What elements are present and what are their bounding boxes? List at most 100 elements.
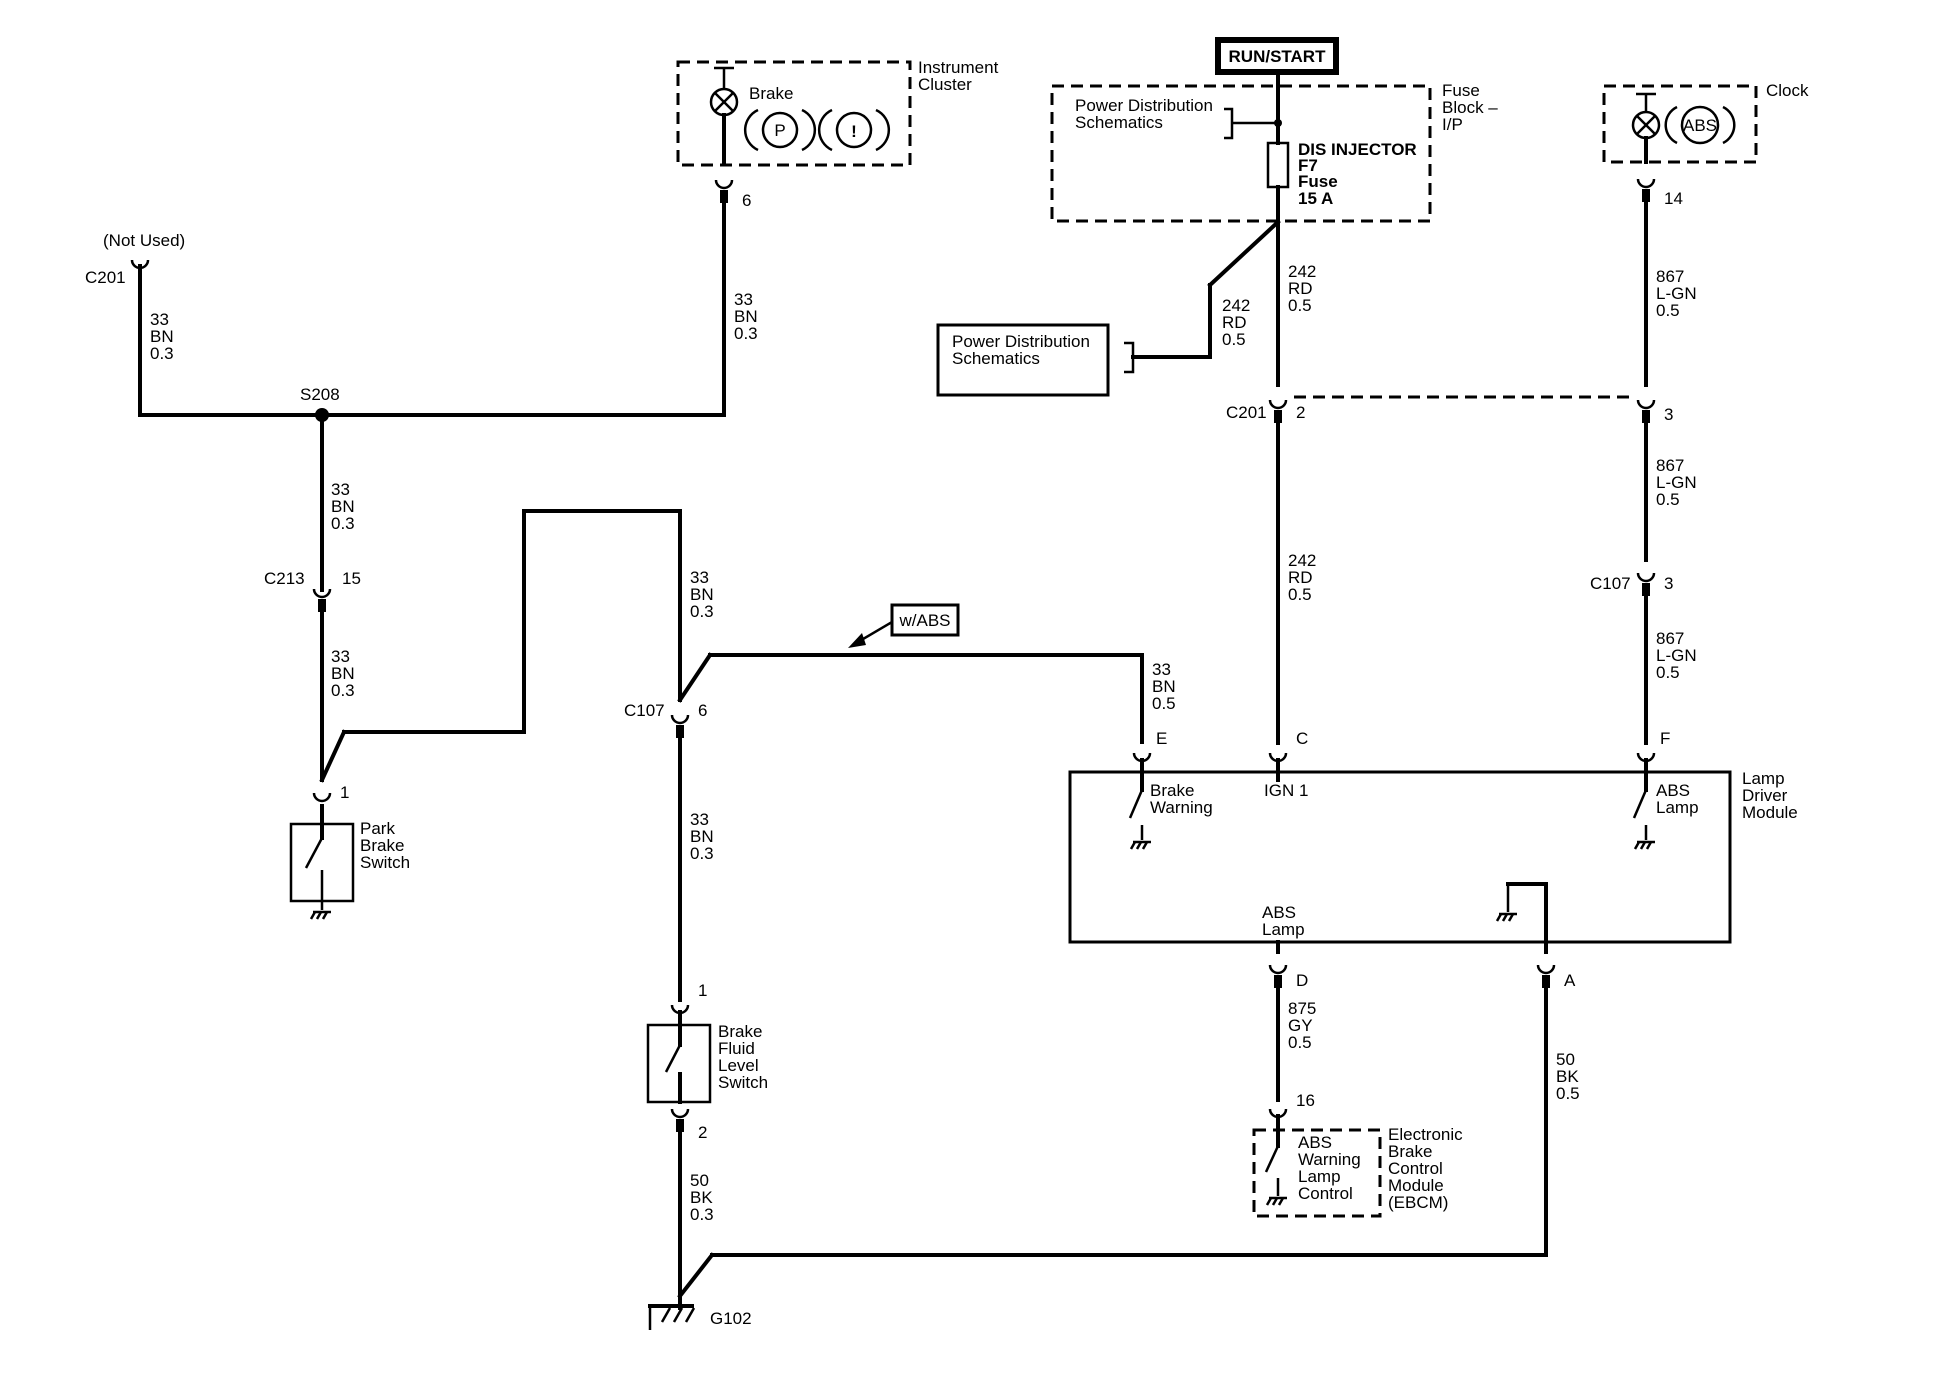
connector-icon — [312, 587, 332, 614]
svg-text:867: 867 — [1656, 456, 1684, 475]
park-brake-label: Park — [360, 819, 395, 838]
fuse-block-label: I/P — [1442, 115, 1463, 134]
fuse-name: DIS INJECTOR — [1298, 140, 1417, 159]
svg-text:0.5: 0.5 — [1152, 694, 1176, 713]
svg-text:33: 33 — [331, 647, 350, 666]
svg-text:0.5: 0.5 — [1288, 585, 1312, 604]
fuse-block-label: Block – — [1442, 98, 1498, 117]
brake-fluid-label: Fluid — [718, 1039, 755, 1058]
lamp-driver-module-label: Lamp — [1742, 769, 1785, 788]
connector-icon — [1636, 398, 1656, 425]
ebcm-circuit-label: Lamp — [1298, 1167, 1341, 1186]
parking-brake-icon — [761, 111, 799, 149]
clock-module: ABS Clock 14 — [1602, 81, 1809, 208]
ground-icon — [309, 910, 333, 921]
fuse-block-pds-label: Power Distribution — [1075, 96, 1213, 115]
connector-icon — [1636, 177, 1656, 204]
brake-lamp-label: Brake — [749, 84, 793, 103]
park-brake-label: Switch — [360, 853, 410, 872]
svg-text:RD: RD — [1288, 279, 1313, 298]
svg-text:BN: BN — [331, 497, 355, 516]
abs-symbol-text: ABS — [1683, 116, 1717, 135]
connector-icon — [1536, 963, 1556, 990]
connector-label: C213 — [264, 569, 305, 588]
svg-text:0.5: 0.5 — [1222, 330, 1246, 349]
w-abs-label-box: w/ABS — [848, 603, 960, 648]
svg-text:0.5: 0.5 — [1656, 663, 1680, 682]
fuse-symbol — [1266, 141, 1290, 189]
abs-lamp-label: Lamp — [1656, 798, 1699, 817]
svg-text:50: 50 — [1556, 1050, 1575, 1069]
pin-label: D — [1296, 971, 1308, 990]
pin-label: 2 — [1296, 403, 1305, 422]
lamp-driver-module: E C F Brake Warning IGN 1 ABS Lamp ABS L… — [1068, 729, 1798, 954]
instrument-cluster-label: Instrument — [918, 58, 999, 77]
ebcm-module: 16 ABS Warning Lamp Control Electronic B… — [1252, 1091, 1463, 1218]
ground-g102: G102 — [648, 1252, 1548, 1330]
connector-icon — [1268, 398, 1288, 425]
pin-label: 15 — [342, 569, 361, 588]
abs-lamp-label: ABS — [1656, 781, 1690, 800]
not-used-label: (Not Used) — [103, 231, 185, 250]
brake-warning-icon — [835, 111, 873, 149]
pin-label: 6 — [742, 191, 751, 210]
power-distribution-box: Power Distribution Schematics — [936, 323, 1135, 397]
lamp-driver-module-label: Driver — [1742, 786, 1788, 805]
svg-text:0.3: 0.3 — [734, 324, 758, 343]
brake-fluid-label: Switch — [718, 1073, 768, 1092]
pin-label: 14 — [1664, 189, 1683, 208]
fuse-block-label: Fuse — [1442, 81, 1480, 100]
svg-text:BN: BN — [150, 327, 174, 346]
pin-label: 6 — [698, 701, 707, 720]
pds-box-label: Power Distribution — [952, 332, 1090, 351]
pin-label: 3 — [1664, 574, 1673, 593]
instrument-cluster: Brake P ! Instrument Cluster 6 — [676, 58, 999, 417]
abs-lamp-icon — [1631, 110, 1661, 140]
pin-label: F — [1660, 729, 1670, 748]
connector-label: C201 — [1226, 403, 1267, 422]
svg-text:50: 50 — [690, 1171, 709, 1190]
ground-label: G102 — [710, 1309, 752, 1328]
brake-fluid-label: Level — [718, 1056, 759, 1075]
svg-text:BN: BN — [690, 827, 714, 846]
abs-lamp-output-label: ABS — [1262, 903, 1296, 922]
run-start-box: RUN/START — [1215, 37, 1339, 75]
brake-warning-label: Warning — [1150, 798, 1213, 817]
svg-text:L-GN: L-GN — [1656, 646, 1697, 665]
svg-text:0.5: 0.5 — [1556, 1084, 1580, 1103]
ebcm-circuit-label: Warning — [1298, 1150, 1361, 1169]
park-brake-label: Brake — [360, 836, 404, 855]
pin-label: 2 — [698, 1123, 707, 1142]
svg-text:BN: BN — [1152, 677, 1176, 696]
svg-text:875: 875 — [1288, 999, 1316, 1018]
ebcm-label: Control — [1388, 1159, 1443, 1178]
connector-icon — [714, 178, 734, 205]
fuse-block-pds-label: Schematics — [1075, 113, 1163, 132]
svg-text:242: 242 — [1222, 296, 1250, 315]
pin-label: 1 — [698, 981, 707, 1000]
ground-icon — [1265, 1196, 1289, 1207]
svg-text:0.3: 0.3 — [690, 844, 714, 863]
pds-box-label: Schematics — [952, 349, 1040, 368]
svg-text:0.5: 0.5 — [1656, 301, 1680, 320]
svg-text:BN: BN — [331, 664, 355, 683]
svg-text:BN: BN — [690, 585, 714, 604]
connector-icon — [670, 713, 690, 740]
svg-text:0.5: 0.5 — [1656, 490, 1680, 509]
connector-icon — [1268, 963, 1288, 990]
ebcm-circuit-label: ABS — [1298, 1133, 1332, 1152]
svg-text:GY: GY — [1288, 1016, 1313, 1035]
svg-text:RD: RD — [1222, 313, 1247, 332]
